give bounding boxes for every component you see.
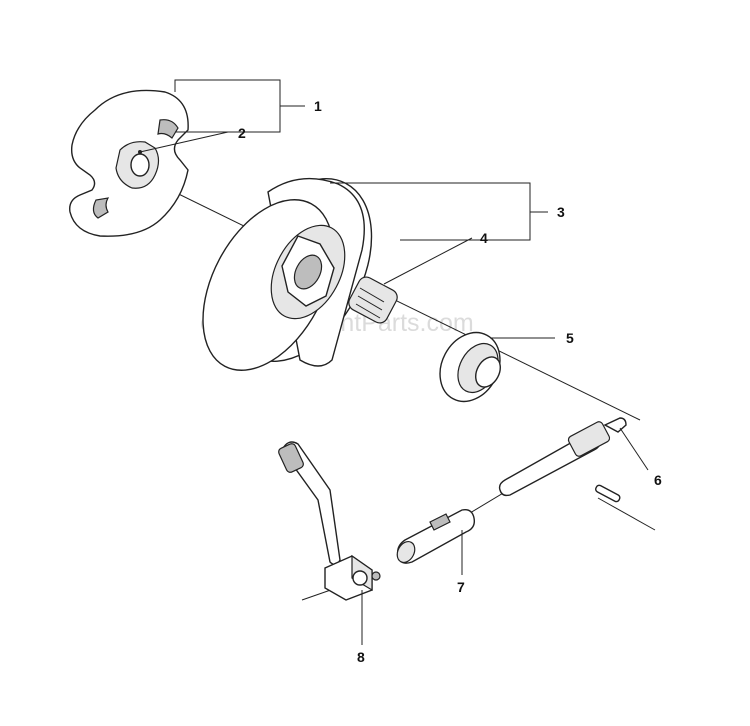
callout-4: 4 bbox=[480, 230, 488, 246]
leader-2 bbox=[139, 131, 229, 153]
washer-part bbox=[439, 331, 501, 403]
bushing-part bbox=[396, 508, 476, 564]
callout-6: 6 bbox=[654, 472, 662, 488]
lever-part bbox=[278, 441, 381, 601]
callout-7: 7 bbox=[457, 579, 465, 595]
drive-shaft-part bbox=[498, 417, 627, 503]
needle-bearing-part bbox=[348, 276, 398, 324]
callout-5: 5 bbox=[566, 330, 574, 346]
callout-2: 2 bbox=[238, 125, 246, 141]
clutch-drum-part bbox=[202, 177, 373, 371]
callout-8: 8 bbox=[357, 649, 365, 665]
pin-axis-line bbox=[597, 497, 656, 531]
callout-1: 1 bbox=[314, 98, 322, 114]
callout-3: 3 bbox=[557, 204, 565, 220]
leader-6 bbox=[619, 427, 649, 471]
leader-4 bbox=[383, 237, 473, 285]
leader-1 bbox=[174, 79, 281, 133]
clutch-part bbox=[69, 89, 189, 237]
